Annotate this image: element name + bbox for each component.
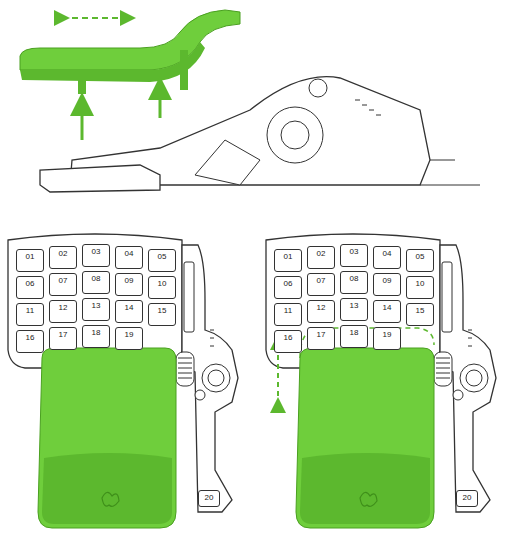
key-box: 17: [307, 327, 335, 350]
key-number: 13: [92, 299, 101, 310]
key-box: 19: [115, 327, 143, 350]
key-box: 18: [82, 325, 110, 348]
key-box: 09: [373, 273, 401, 296]
key-box: 11: [16, 303, 44, 326]
key-number: 13: [350, 299, 359, 310]
key-box: 16: [274, 330, 302, 353]
key-number: 10: [416, 277, 425, 288]
key-box: 07: [49, 273, 77, 296]
key-box: 15: [148, 303, 176, 326]
key-number: 15: [158, 304, 167, 315]
key-number: 04: [383, 247, 392, 258]
key-number: 08: [92, 272, 101, 283]
key-number: 06: [26, 277, 35, 288]
key-number: 19: [383, 328, 392, 339]
key-box: 10: [148, 276, 176, 299]
key-box: 15: [406, 303, 434, 326]
key-number: 17: [317, 328, 326, 339]
key-number: 08: [350, 272, 359, 283]
key-box: 03: [82, 244, 110, 267]
key-number: 07: [59, 274, 68, 285]
key-number: 15: [416, 304, 425, 315]
key-number: 09: [125, 274, 134, 285]
key-box: 06: [16, 276, 44, 299]
key-box: 05: [148, 249, 176, 272]
key-number: 16: [26, 331, 35, 342]
key-number: 18: [92, 326, 101, 337]
key-number: 05: [158, 250, 167, 261]
key-box: 07: [307, 273, 335, 296]
key-box: 12: [307, 300, 335, 323]
key-number: 11: [284, 304, 292, 315]
key-box: 14: [115, 300, 143, 323]
key-box: 02: [307, 246, 335, 269]
key-box: 06: [274, 276, 302, 299]
key-box: 03: [340, 244, 368, 267]
key-number: 10: [158, 277, 167, 288]
key-number: 02: [317, 247, 326, 258]
key-number: 12: [59, 301, 68, 312]
key-number: 09: [383, 274, 392, 285]
key-number: 14: [125, 301, 134, 312]
key-number: 03: [350, 245, 359, 256]
key-box: 18: [340, 325, 368, 348]
key-box: 10: [406, 276, 434, 299]
key-box: 11: [274, 303, 302, 326]
key-box: 01: [16, 249, 44, 272]
key-box: 05: [406, 249, 434, 272]
key-box: 20: [456, 490, 478, 507]
key-number: 20: [463, 491, 472, 502]
key-number: 16: [284, 331, 293, 342]
key-box: 20: [198, 490, 220, 507]
key-box: 08: [82, 271, 110, 294]
key-box: 04: [115, 246, 143, 269]
key-number: 12: [317, 301, 326, 312]
key-box: 02: [49, 246, 77, 269]
key-box: 13: [340, 298, 368, 321]
key-number: 02: [59, 247, 68, 258]
key-box: 13: [82, 298, 110, 321]
key-number: 19: [125, 328, 134, 339]
key-box: 17: [49, 327, 77, 350]
key-box: 12: [49, 300, 77, 323]
key-number: 17: [59, 328, 68, 339]
key-number: 11: [26, 304, 34, 315]
key-box: 08: [340, 271, 368, 294]
key-box: 04: [373, 246, 401, 269]
key-number: 04: [125, 247, 134, 258]
key-box: 16: [16, 330, 44, 353]
key-number: 20: [205, 491, 214, 502]
key-number: 18: [350, 326, 359, 337]
key-number: 05: [416, 250, 425, 261]
key-box: 09: [115, 273, 143, 296]
key-box: 19: [373, 327, 401, 350]
key-number: 01: [284, 250, 293, 261]
key-number: 06: [284, 277, 293, 288]
key-number: 14: [383, 301, 392, 312]
key-number: 01: [26, 250, 35, 261]
key-box: 01: [274, 249, 302, 272]
key-number: 07: [317, 274, 326, 285]
key-box: 14: [373, 300, 401, 323]
key-number: 03: [92, 245, 101, 256]
